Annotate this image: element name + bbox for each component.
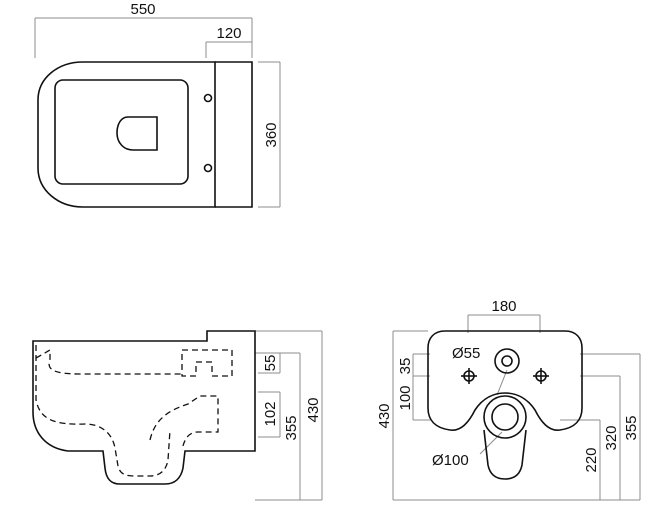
side-view-outline <box>32 330 256 485</box>
top-view: 550 120 360 <box>34 1 281 208</box>
front-view-drain-inner <box>491 403 519 431</box>
front-view-dim-430: 430 <box>376 403 393 428</box>
top-view-fixing-hole-lower <box>203 163 213 173</box>
side-view-dim-430: 430 <box>305 397 322 422</box>
side-view-hidden-trap <box>149 395 219 451</box>
front-view-outline <box>427 330 583 431</box>
top-view-drain-opening <box>116 116 158 151</box>
top-view-width-label: 360 <box>263 122 280 147</box>
side-view-hidden-rim <box>35 348 182 375</box>
side-view-dim-55: 55 <box>262 355 279 372</box>
top-view-inner-rim <box>54 79 189 185</box>
front-view-fixing-hole-left <box>461 368 477 384</box>
top-view-fixing-hole-upper <box>203 93 213 103</box>
side-view: 55 102 355 430 <box>32 330 323 501</box>
front-view-dim-320: 320 <box>603 425 620 450</box>
front-view-dia-55: Ø55 <box>452 345 480 362</box>
front-view-dim-355: 355 <box>623 415 640 440</box>
front-view-dim-220: 220 <box>583 447 600 472</box>
front-view-fixing-hole-right <box>533 368 549 384</box>
front-view-bowl-bottom <box>483 429 527 480</box>
front-view-inlet-outer <box>494 348 520 374</box>
top-view-dimension-lines <box>34 17 281 208</box>
side-view-dim-102: 102 <box>262 401 279 426</box>
side-view-dim-355: 355 <box>283 415 300 440</box>
top-view-length-label: 550 <box>130 1 155 18</box>
front-view-dim-35: 35 <box>397 358 414 375</box>
top-view-rear-depth-label: 120 <box>216 25 241 42</box>
front-view: 180 Ø55 Ø100 430 100 35 220 320 355 <box>376 298 641 501</box>
top-view-rear-block <box>215 61 253 208</box>
front-view-drain-outer <box>483 395 527 439</box>
front-view-inlet-inner <box>501 355 513 367</box>
front-view-dimension-lines <box>392 314 641 501</box>
side-view-dimension-lines <box>255 330 323 501</box>
front-view-dim-180: 180 <box>491 298 516 315</box>
side-view-hidden-inlet <box>181 349 233 377</box>
top-view-bowl-outline <box>37 61 216 208</box>
front-view-dim-100: 100 <box>397 385 414 410</box>
front-view-dia-100: Ø100 <box>432 452 469 469</box>
